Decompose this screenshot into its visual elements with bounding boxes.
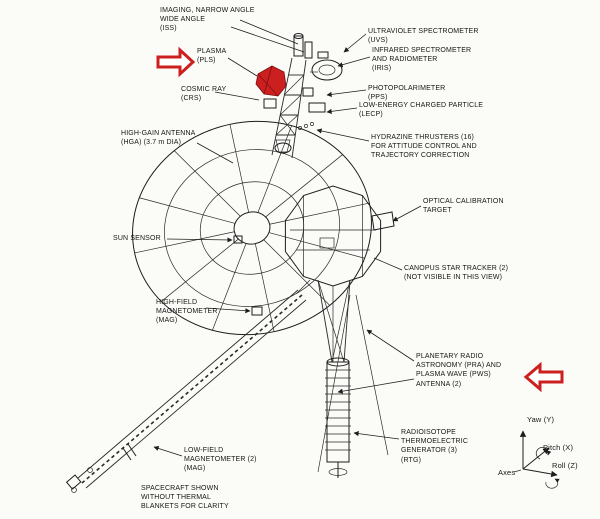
spacecraft-bus	[284, 185, 382, 287]
label-pps: PHOTOPOLARIMETER (PPS)	[368, 85, 446, 102]
axes-triad	[513, 430, 560, 489]
instrument-mast	[271, 57, 307, 159]
label-note: SPACECRAFT SHOWN WITHOUT THERMAL BLANKET…	[141, 485, 229, 511]
high-field-magnetometer-unit	[251, 306, 263, 316]
magnetometer-boom	[65, 289, 307, 493]
label-canopus: CANOPUS STAR TRACKER (2) (NOT VISIBLE IN…	[404, 265, 509, 282]
pra-pws-antennas	[317, 294, 389, 473]
label-roll-axis: Roll (Z)	[552, 461, 578, 470]
high-gain-antenna-dish	[132, 120, 372, 336]
label-thrusters: HYDRAZINE THRUSTERS (16) FOR ATTITUDE CO…	[371, 134, 477, 160]
scan-platform	[263, 33, 343, 130]
label-plasma: PLASMA (PLS)	[197, 48, 227, 65]
leader-lines	[153, 19, 422, 457]
optical-calibration-target	[371, 211, 395, 231]
label-yaw-axis: Yaw (Y)	[527, 415, 555, 424]
label-sun-sensor: SUN SENSOR	[113, 235, 161, 242]
label-optical-target: OPTICAL CALIBRATION TARGET	[423, 198, 504, 215]
plasma-instrument-highlight	[255, 65, 287, 97]
label-lecp: LOW-ENERGY CHARGED PARTICLE (LECP)	[359, 102, 484, 119]
label-iss: IMAGING, NARROW ANGLE WIDE ANGLE (ISS)	[160, 7, 255, 33]
sun-sensor	[233, 235, 243, 244]
label-iris: INFRARED SPECTROMETER AND RADIOMETER (IR…	[372, 47, 472, 73]
lower-struts	[295, 279, 334, 362]
antenna-feed	[274, 142, 292, 154]
feed-cone	[275, 139, 291, 153]
label-pra-pws: PLANETARY RADIO ASTRONOMY (PRA) AND PLAS…	[416, 353, 502, 388]
label-hf-mag: HIGH-FIELD MAGNETOMETER (MAG)	[156, 299, 218, 325]
label-hga: HIGH-GAIN ANTENNA (HGA) (3.7 m DIA)	[121, 130, 196, 147]
label-axes-title: Axes	[498, 468, 516, 477]
red-arrow-pra-pws	[523, 361, 564, 393]
label-pitch-axis: Pitch (X)	[543, 443, 574, 452]
label-rtg: RADIOISOTOPE THERMOELECTRIC GENERATOR (3…	[401, 429, 469, 464]
label-uvs: ULTRAVIOLET SPECTROMETER (UVS)	[368, 28, 479, 45]
label-cosmic-ray: COSMIC RAY (CRS)	[181, 86, 227, 103]
label-lf-mag: LOW-FIELD MAGNETOMETER (2) (MAG)	[184, 447, 257, 473]
red-arrow-plasma	[156, 46, 196, 78]
